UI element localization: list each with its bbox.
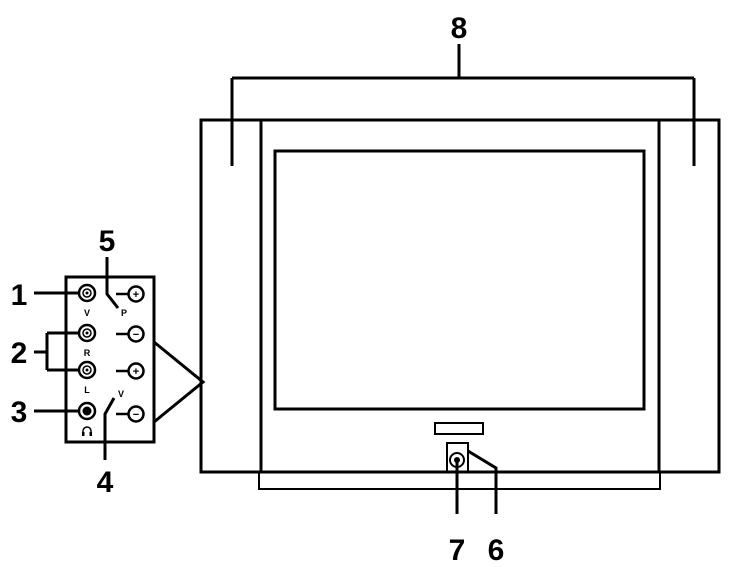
audio-left-label: L [84, 385, 90, 395]
callout-4: 4 [97, 466, 114, 499]
callout-2-leader [34, 331, 79, 372]
audio-left-jack[interactable] [77, 360, 97, 380]
program-up-button[interactable]: + [116, 285, 145, 303]
program-down-button[interactable]: − [116, 325, 145, 343]
callout-8-leader [230, 44, 696, 166]
callout-3: 3 [11, 396, 28, 429]
svg-text:+: + [133, 366, 139, 378]
callout-5: 5 [99, 225, 116, 258]
audio-right-jack[interactable] [77, 323, 97, 343]
headphones-icon [82, 426, 92, 436]
svg-text:+: + [133, 289, 139, 301]
video-jack[interactable] [77, 283, 97, 303]
callout-4-leader [103, 397, 116, 460]
video-jack-label: V [84, 308, 90, 318]
tv-cabinet [199, 118, 721, 474]
volume-up-button[interactable]: + [116, 362, 145, 380]
callout-8: 8 [451, 12, 468, 45]
callout-6: 6 [488, 534, 505, 567]
callout-2: 2 [11, 337, 28, 370]
volume-down-button[interactable]: − [116, 405, 145, 423]
panel-pointer [153, 340, 206, 424]
callout-6-leader [467, 449, 498, 514]
tv-base [258, 472, 661, 490]
power-button-center [454, 457, 460, 463]
audio-right-label: R [84, 348, 91, 358]
front-sensor-window [434, 422, 484, 435]
volume-label: V [118, 389, 124, 399]
side-panel [64, 275, 156, 444]
callout-7: 7 [449, 534, 466, 567]
program-label: P [121, 308, 127, 318]
tv-screen [273, 149, 646, 411]
headphone-jack[interactable] [77, 401, 97, 421]
svg-text:−: − [133, 329, 139, 341]
svg-text:−: − [133, 409, 139, 421]
callout-5-leader [105, 257, 120, 309]
callout-1: 1 [11, 279, 28, 312]
